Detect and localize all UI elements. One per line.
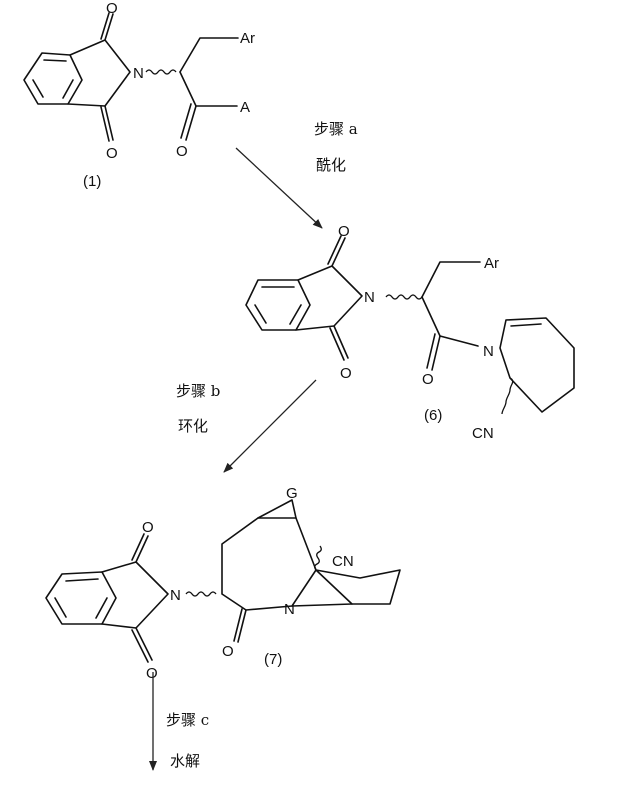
atom-n: N bbox=[483, 343, 494, 360]
step-a-label: 步骤 a bbox=[314, 120, 358, 138]
atom-o: O bbox=[222, 643, 234, 660]
atom-o: O bbox=[142, 519, 154, 536]
step-a-arrow bbox=[235, 147, 323, 229]
atom-ar: Ar bbox=[484, 255, 499, 272]
compound-1-label: (1) bbox=[83, 173, 101, 190]
atom-cn: CN bbox=[472, 425, 494, 442]
atom-n: N bbox=[133, 65, 144, 82]
atom-a: A bbox=[240, 99, 250, 116]
atom-n: N bbox=[170, 587, 181, 604]
atom-n: N bbox=[364, 289, 375, 306]
step-b-arrow bbox=[223, 379, 317, 473]
atom-o: O bbox=[106, 145, 118, 162]
atom-o: O bbox=[106, 0, 118, 17]
atom-cn: CN bbox=[332, 553, 354, 570]
imide-ring bbox=[67, 39, 131, 107]
compound-7 bbox=[45, 499, 401, 663]
atom-o: O bbox=[338, 223, 350, 240]
atom-n: N bbox=[284, 601, 295, 618]
imide-ring bbox=[295, 265, 363, 331]
step-a-name: 酰化 bbox=[316, 156, 346, 174]
atom-o: O bbox=[340, 365, 352, 382]
atom-ar: Ar bbox=[240, 30, 255, 47]
step-c-name: 水解 bbox=[170, 752, 200, 770]
atom-o: O bbox=[422, 371, 434, 388]
atom-g: G bbox=[286, 485, 298, 502]
step-b-label: 步骤 b bbox=[176, 382, 220, 400]
tetrahydropyridine-ring bbox=[499, 317, 575, 413]
imide-ring bbox=[101, 561, 169, 629]
step-b-name: 环化 bbox=[178, 417, 208, 435]
compound-6 bbox=[245, 235, 575, 415]
step-c-label: 步骤 c bbox=[166, 711, 209, 729]
atom-o: O bbox=[176, 143, 188, 160]
compound-6-label: (6) bbox=[424, 407, 442, 424]
compound-1 bbox=[23, 12, 239, 142]
lactam-ring bbox=[221, 517, 317, 611]
atom-o: O bbox=[146, 665, 158, 682]
compound-7-label: (7) bbox=[264, 651, 282, 668]
